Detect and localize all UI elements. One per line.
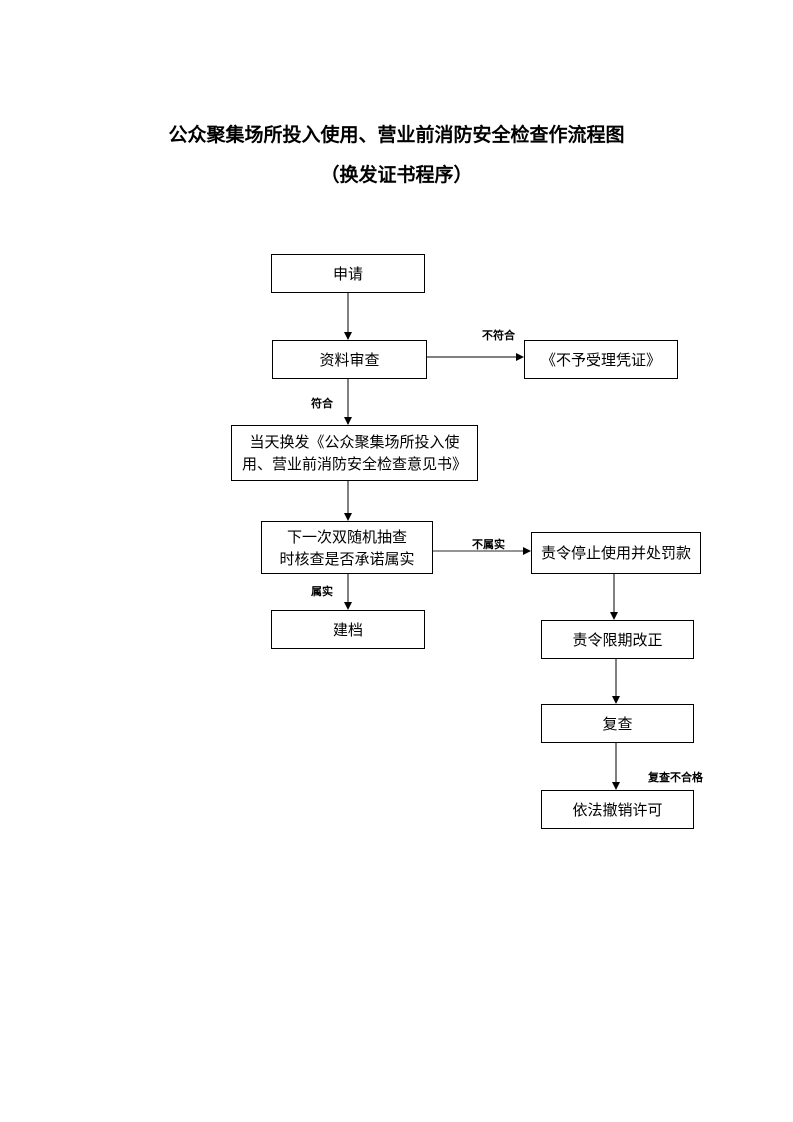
node-reject-label: 《不予受理凭证》 [540, 350, 661, 369]
edge-label-true: 属实 [311, 585, 333, 598]
node-recheck-label: 复查 [602, 714, 633, 733]
node-review-label: 资料审查 [319, 350, 380, 369]
node-archive: 建档 [271, 610, 425, 649]
node-stop-fine: 责令停止使用并处罚款 [531, 532, 701, 574]
node-spot-check-label: 下一次双随机抽查 时核查是否承诺属实 [279, 527, 415, 568]
node-archive-label: 建档 [332, 620, 363, 639]
node-reject: 《不予受理凭证》 [524, 340, 678, 379]
node-revoke-label: 依法撤销许可 [572, 800, 663, 819]
node-spot-check: 下一次双随机抽查 时核查是否承诺属实 [261, 521, 433, 574]
page-subtitle: （换发证书程序） [320, 164, 473, 186]
node-apply: 申请 [271, 254, 425, 293]
node-stop-fine-label: 责令停止使用并处罚款 [540, 544, 691, 562]
node-apply-label: 申请 [332, 264, 363, 283]
node-review: 资料审查 [272, 340, 427, 379]
node-rectify: 责令限期改正 [541, 620, 694, 659]
node-rectify-label: 责令限期改正 [572, 630, 663, 649]
edge-label-untrue: 不属实 [472, 538, 505, 551]
node-issue: 当天换发《公众聚集场所投入使 用、营业前消防安全检查意见书》 [231, 425, 478, 481]
edge-label-recheck-failed: 复查不合格 [648, 771, 703, 784]
node-recheck: 复查 [541, 704, 694, 743]
page-title: 公众聚集场所投入使用、营业前消防安全检查作流程图 [168, 124, 625, 146]
node-issue-label: 当天换发《公众聚集场所投入使 用、营业前消防安全检查意见书》 [241, 433, 467, 473]
edge-label-not-compliant: 不符合 [482, 329, 515, 342]
node-revoke: 依法撤销许可 [541, 790, 694, 829]
edge-label-compliant: 符合 [311, 397, 333, 410]
